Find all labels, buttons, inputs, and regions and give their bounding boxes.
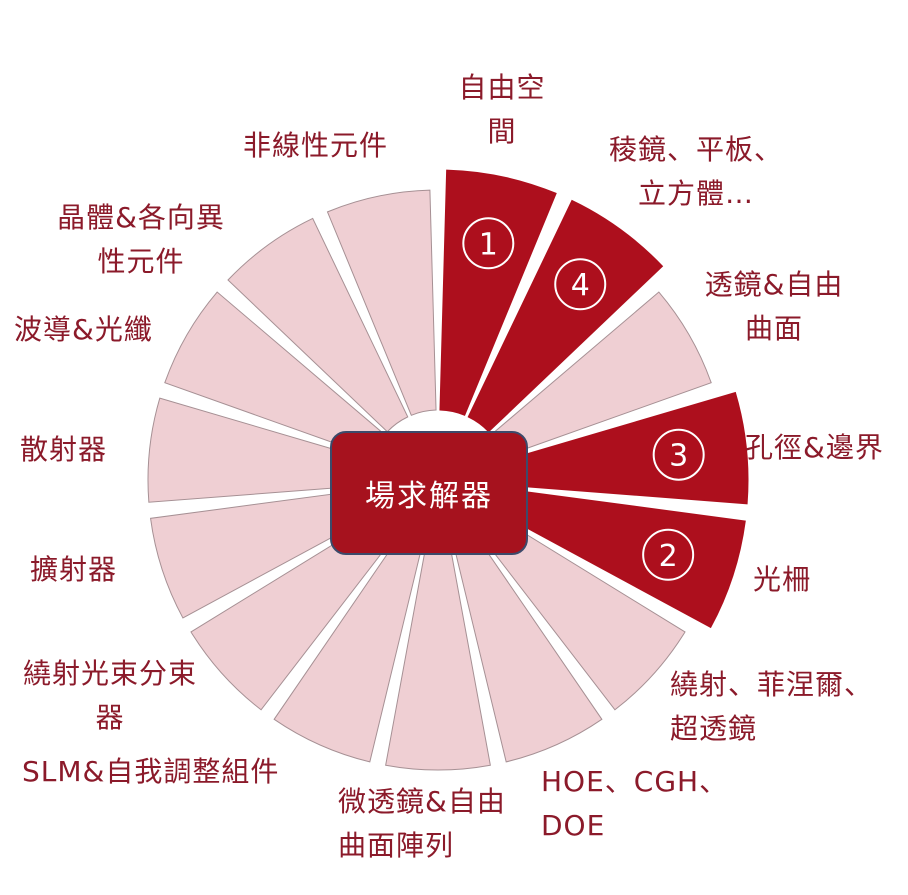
segment-label-prism: 稜鏡、平板、立方體… <box>603 128 789 216</box>
segment-label-free-space: 自由空間 <box>455 66 549 154</box>
wheel-segment-free-space[interactable] <box>439 169 557 416</box>
segment-number-circle-free-space <box>462 217 515 270</box>
segment-label-line: 自由空 <box>458 71 546 104</box>
wheel-segment-crystal[interactable] <box>227 217 409 433</box>
segment-label-beam-splitter: 繞射光束分束器 <box>14 652 206 740</box>
segment-label-line: SLM&自我調整組件 <box>22 755 280 788</box>
wheel-segment-nonlinear[interactable] <box>326 189 437 416</box>
segment-number-circle-prism <box>554 258 607 311</box>
segment-label-scatterer: 散射器 <box>20 428 130 472</box>
segment-label-lens-freeform: 透鏡&自由曲面 <box>697 263 851 351</box>
segment-label-line: 波導&光纖 <box>14 313 153 346</box>
segment-label-line: 透鏡&自由 <box>704 268 844 301</box>
segment-number-prism: 4 <box>571 268 590 303</box>
segment-label-line: 微透鏡&自由 <box>338 785 506 818</box>
segment-label-line: 擴射器 <box>30 553 118 586</box>
segment-label-line: 曲面陣列 <box>338 829 455 862</box>
segment-label-line: HOE、CGH、 <box>541 765 729 798</box>
segment-label-line: 繞射、菲涅爾、 <box>670 668 874 701</box>
segment-number-aperture: 3 <box>669 439 688 474</box>
segment-label-line: 晶體&各向異 <box>57 201 225 234</box>
segment-label-aperture: 孔徑&邊界 <box>745 426 905 470</box>
segment-label-diffraction: 繞射、菲涅爾、超透鏡 <box>670 663 890 751</box>
segment-label-line: 超透鏡 <box>670 712 758 745</box>
segment-number-circle-grating <box>642 528 695 581</box>
segment-label-line: 繞射光束分束 <box>22 657 197 690</box>
segment-number-free-space: 1 <box>479 227 498 262</box>
segment-label-line: 光柵 <box>753 563 812 596</box>
segment-label-line: 立方體… <box>637 177 754 210</box>
segment-label-microlens: 微透鏡&自由曲面陣列 <box>338 780 528 868</box>
segment-label-line: 性元件 <box>97 245 185 278</box>
segment-label-line: 稜鏡、平板、 <box>608 133 783 166</box>
segment-label-waveguide: 波導&光纖 <box>14 308 174 352</box>
segment-label-line: 孔徑&邊界 <box>745 431 884 464</box>
center-hub-label: 場求解器 <box>365 479 493 514</box>
wheel-segment-prism[interactable] <box>467 199 664 433</box>
segment-label-diffuser: 擴射器 <box>30 548 140 592</box>
segment-label-slm: SLM&自我調整組件 <box>22 750 322 794</box>
center-hub[interactable]: 場求解器 <box>330 431 528 555</box>
segment-number-circle-aperture <box>652 428 705 481</box>
segment-label-crystal: 晶體&各向異性元件 <box>46 196 236 284</box>
segment-label-hoe: HOE、CGH、 DOE <box>541 760 741 848</box>
segment-label-line: 間 <box>487 115 517 148</box>
segment-label-line: 曲面 <box>744 312 803 345</box>
segment-label-line: DOE <box>541 809 606 842</box>
segment-number-grating: 2 <box>659 539 678 574</box>
segment-label-line: 散射器 <box>20 433 108 466</box>
segment-label-line: 器 <box>95 701 125 734</box>
segment-label-grating: 光柵 <box>753 558 833 602</box>
segment-label-nonlinear: 非線性元件 <box>243 124 413 168</box>
segment-label-line: 非線性元件 <box>243 129 389 162</box>
